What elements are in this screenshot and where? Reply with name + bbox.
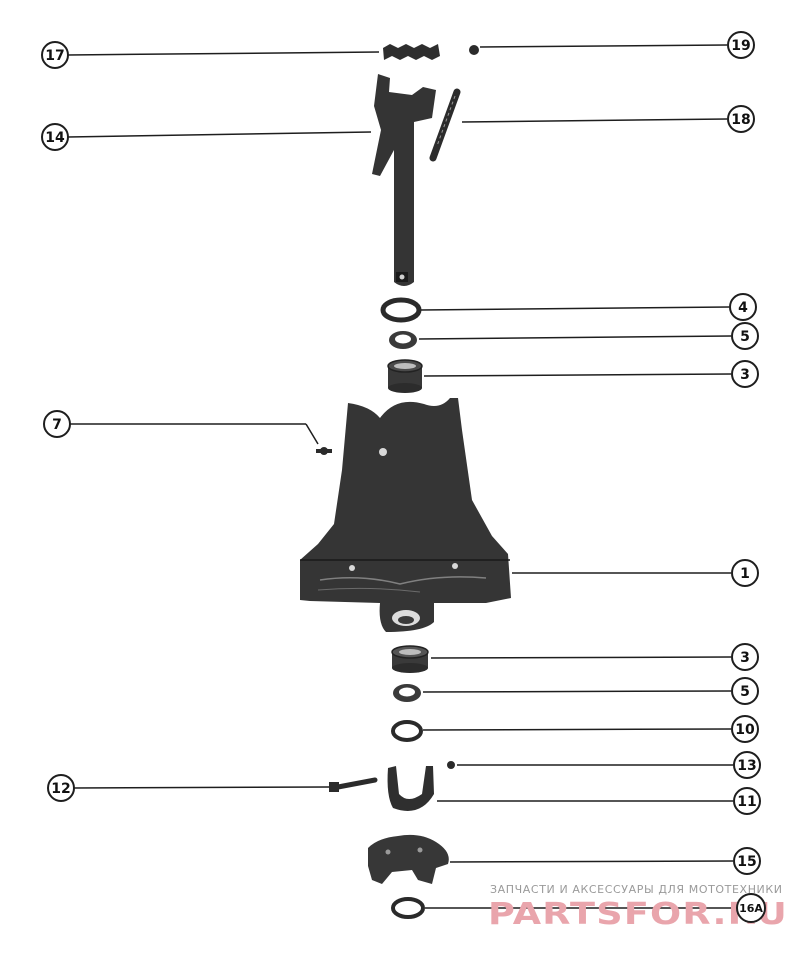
svg-text:11: 11 xyxy=(737,794,756,810)
svg-text:15: 15 xyxy=(737,854,756,870)
callout-19: 19 xyxy=(727,31,755,59)
watermark-tagline: ЗАПЧАСТИ И АКСЕССУАРЫ ДЛЯ МОТОТЕХНИКИ xyxy=(490,883,783,896)
part-5-seal-lower xyxy=(393,684,421,702)
svg-text:13: 13 xyxy=(737,758,756,774)
part-14-steering-arm xyxy=(372,74,436,286)
callout-3-upper: 3 xyxy=(731,360,759,388)
svg-text:18: 18 xyxy=(731,112,750,128)
callout-17: 17 xyxy=(41,41,69,69)
part-11-u-clamp xyxy=(387,766,434,811)
callout-12: 12 xyxy=(47,774,75,802)
part-3-bushing-upper xyxy=(387,359,423,393)
part-13-ball xyxy=(447,761,455,769)
callout-3-lower: 3 xyxy=(731,643,759,671)
svg-text:1: 1 xyxy=(740,566,750,582)
svg-text:10: 10 xyxy=(735,722,755,738)
svg-text:4: 4 xyxy=(738,300,748,316)
callout-4: 4 xyxy=(729,293,757,321)
part-15-lever xyxy=(368,834,449,884)
callout-11: 11 xyxy=(733,787,761,815)
svg-text:14: 14 xyxy=(45,130,65,146)
part-4-ring xyxy=(380,297,422,323)
part-10-ring xyxy=(391,720,423,742)
callout-10: 10 xyxy=(731,715,759,743)
callout-13: 13 xyxy=(733,751,761,779)
svg-text:3: 3 xyxy=(740,367,750,383)
callout-15: 15 xyxy=(733,847,761,875)
part-5-seal-upper xyxy=(389,331,417,349)
part-3-bushing-lower xyxy=(391,645,429,673)
part-1-swivel-bracket xyxy=(300,398,511,632)
watermark: ЗАПЧАСТИ И АКСЕССУАРЫ ДЛЯ МОТОТЕХНИКИ PA… xyxy=(488,883,787,932)
leader-lines xyxy=(67,44,737,909)
callout-14: 14 xyxy=(41,123,69,151)
callout-5-lower: 5 xyxy=(731,677,759,705)
svg-text:5: 5 xyxy=(740,684,750,700)
svg-text:7: 7 xyxy=(52,417,62,433)
part-17-spring-washer xyxy=(383,44,440,60)
part-7-grease-fitting xyxy=(316,447,332,455)
svg-text:19: 19 xyxy=(731,38,750,54)
callout-5-upper: 5 xyxy=(731,322,759,350)
svg-text:12: 12 xyxy=(51,781,70,797)
part-16a-ring xyxy=(391,897,425,919)
callout-16a: 16A xyxy=(736,893,766,923)
svg-text:3: 3 xyxy=(740,650,750,666)
part-19-ball xyxy=(469,45,479,55)
part-18-pin xyxy=(429,88,461,162)
callout-7: 7 xyxy=(43,410,71,438)
svg-text:5: 5 xyxy=(740,329,750,345)
part-12-bolt xyxy=(329,777,378,792)
svg-text:17: 17 xyxy=(45,48,64,64)
svg-text:16A: 16A xyxy=(739,902,763,915)
callout-18: 18 xyxy=(727,105,755,133)
callout-1: 1 xyxy=(731,559,759,587)
